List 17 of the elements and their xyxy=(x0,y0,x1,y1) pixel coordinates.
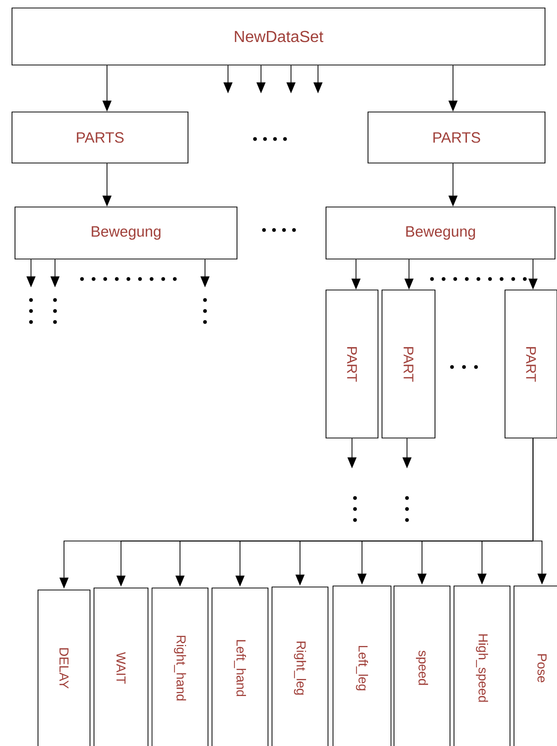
field-box: speed xyxy=(394,586,450,746)
part-box: PART xyxy=(382,290,436,438)
dataset-box: NewDataSet xyxy=(12,8,546,66)
part-box: PART xyxy=(504,290,557,438)
process-box: Bewegung xyxy=(326,206,556,260)
field-box: Right_leg xyxy=(272,586,328,746)
process-box: Bewegung xyxy=(14,206,238,260)
part-box: PART xyxy=(326,290,378,438)
field-box: WAIT xyxy=(94,588,148,746)
process-box: PARTS xyxy=(368,112,546,164)
field-box: Left_leg xyxy=(332,586,392,746)
field-box: Pose xyxy=(514,586,557,746)
field-box: Left_hand xyxy=(212,588,268,746)
field-box: High_speed xyxy=(454,586,510,746)
field-box: Right_hand xyxy=(152,588,208,746)
process-box: PARTS xyxy=(12,112,188,164)
field-box: DELAY xyxy=(38,590,90,746)
